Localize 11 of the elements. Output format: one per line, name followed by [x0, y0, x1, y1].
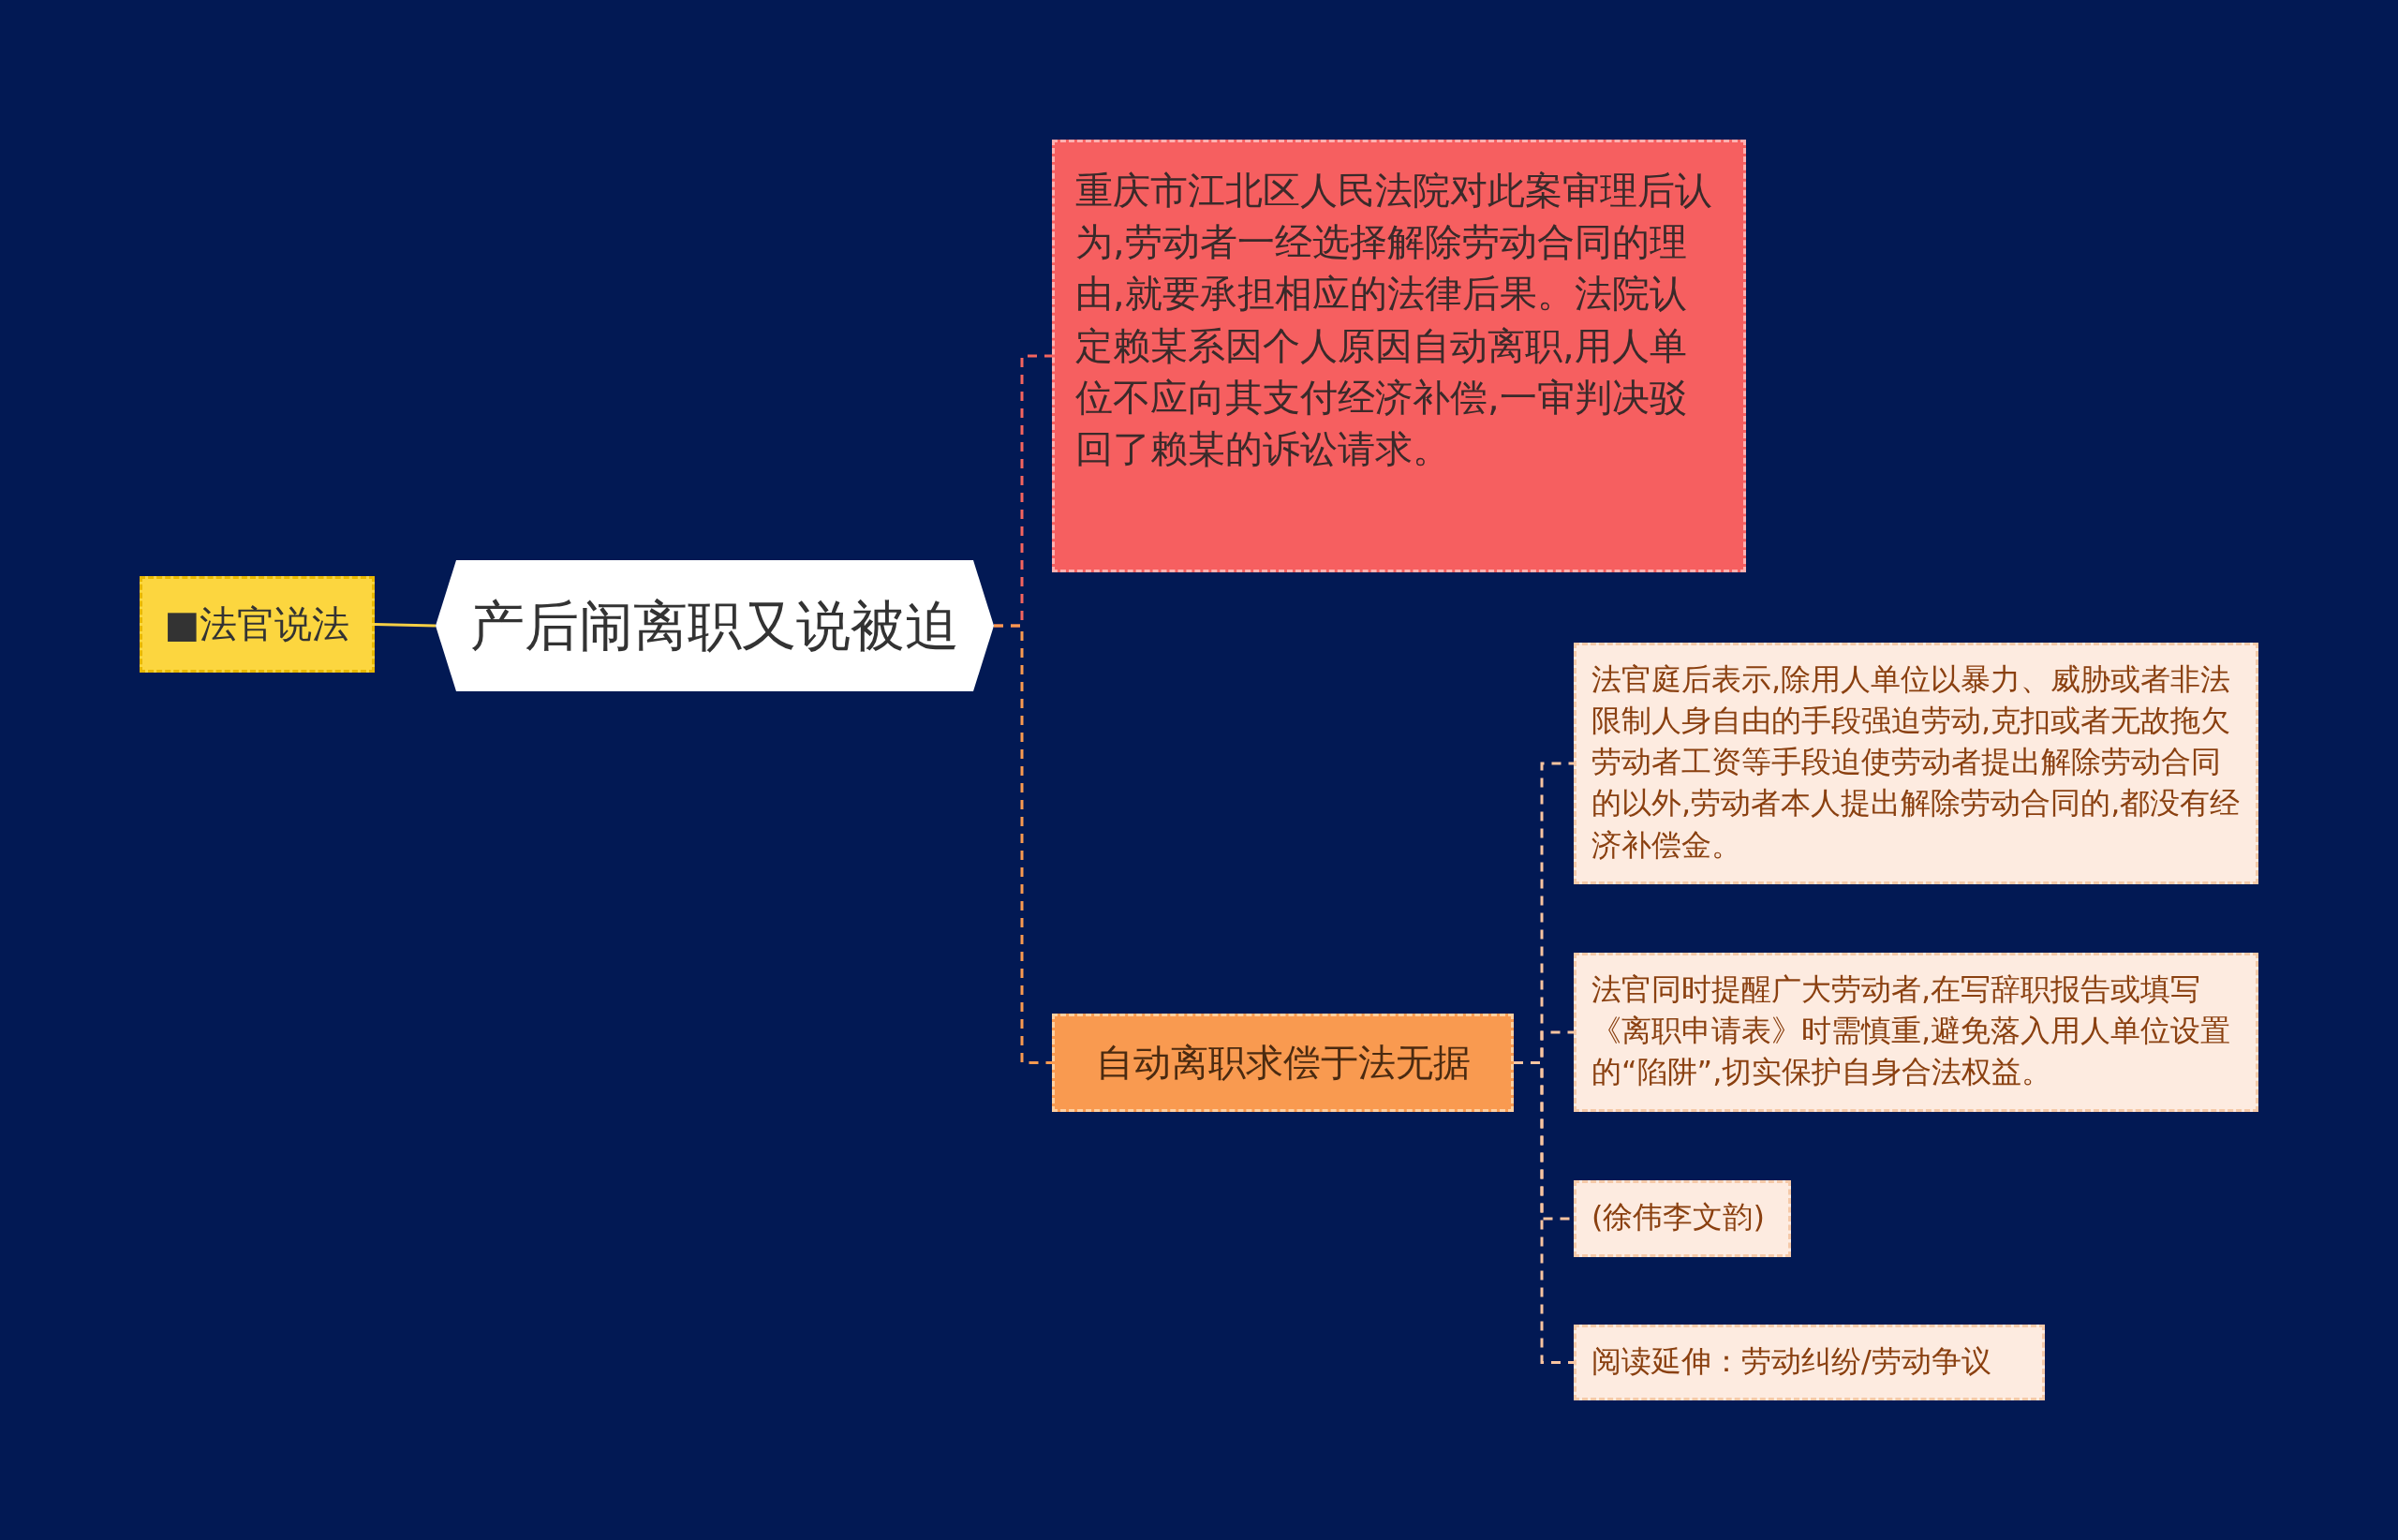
topic-box: 自动离职求偿于法无据 [1052, 1014, 1514, 1112]
connector-line [1514, 1061, 1574, 1364]
central-topic: 产后闹离职又说被迫 [436, 560, 994, 691]
connector-line [994, 624, 1052, 1064]
connector-line [374, 623, 437, 628]
note-box: 法官同时提醒广大劳动者,在写辞职报告或填写《离职申请表》时需慎重,避免落入用人单位设置的“陷阱”,切实保护自身合法权益。 [1574, 953, 2258, 1112]
note-box: (徐伟李文韵) [1574, 1180, 1791, 1257]
note-box: 法官庭后表示,除用人单位以暴力、威胁或者非法限制人身自由的手段强迫劳动,克扣或者无故拖欠劳动者工资等手段迫使劳动者提出解除劳动合同的以外,劳动者本人提出解除劳动合同的,都没有经济补偿金。 [1574, 643, 2258, 884]
topic-box: 重庆市江北区人民法院对此案审理后认为,劳动者一经选择解除劳动合同的理由,就要承担相应的法律后果。法院认定赖某系因个人原因自动离职,用人单位不应向其支付经济补偿,一审判决驳回了赖某的诉讼请求。 [1052, 140, 1746, 572]
topic-box: ■法官说法 [140, 576, 375, 673]
note-box: 阅读延伸：劳动纠纷/劳动争议 [1574, 1325, 2045, 1400]
